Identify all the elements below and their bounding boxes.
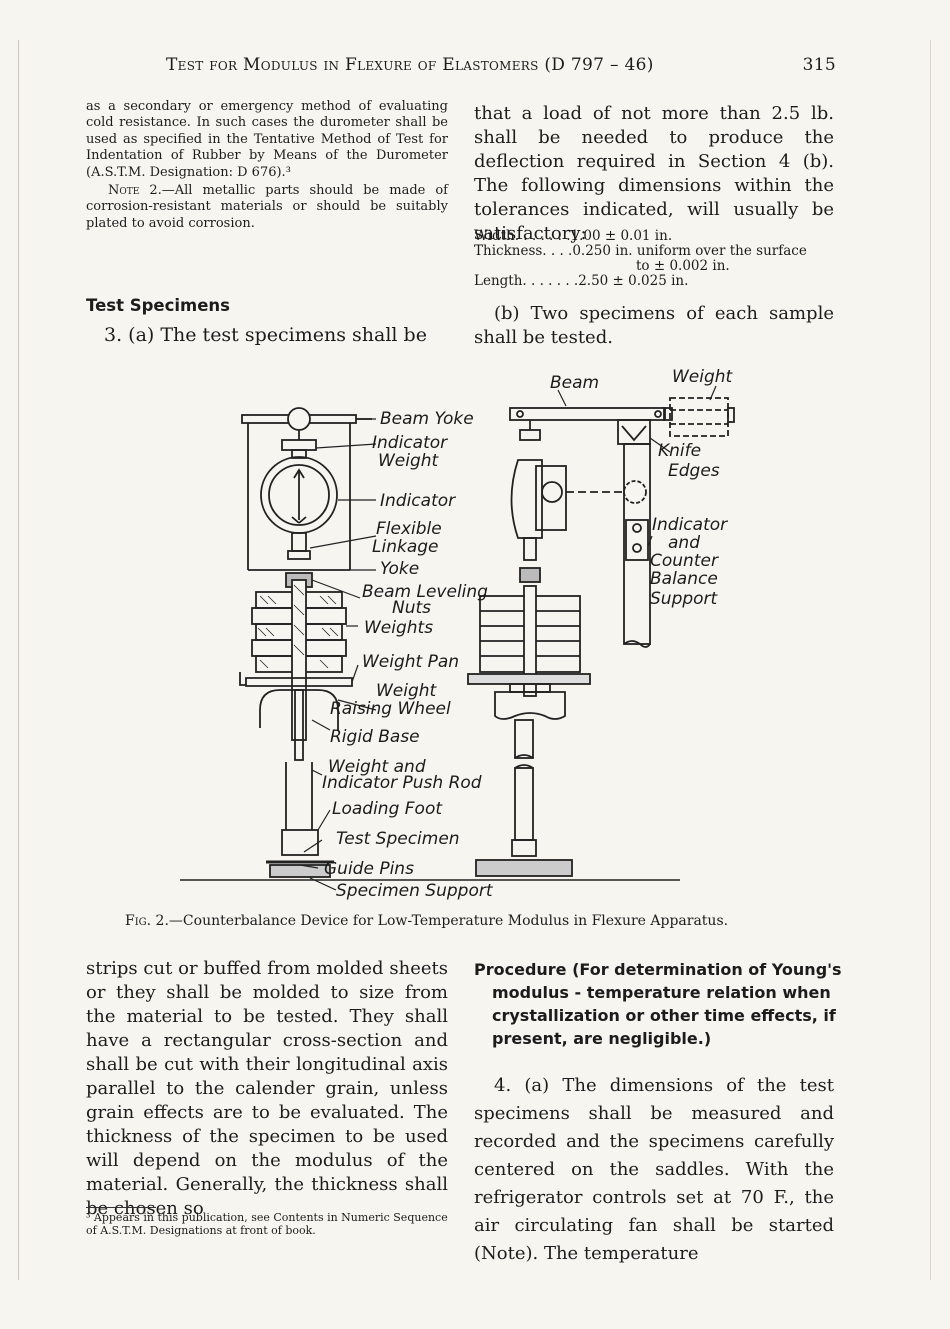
label-loading-foot: Loading Foot	[332, 799, 443, 819]
paragraph-specimen-strips: strips cut or buffed from molded sheets …	[86, 958, 448, 1219]
caption-label: Fig. 2.	[125, 913, 169, 929]
label-push-rod-1: Weight and	[328, 757, 426, 777]
paragraph-durometer: as a secondary or emergency method of ev…	[86, 99, 448, 180]
top-left-column: as a secondary or emergency method of ev…	[86, 99, 448, 232]
paragraph-load: that a load of not more than 2.5 lb. sha…	[474, 103, 834, 244]
label-weight-raising-1: Weight	[376, 681, 438, 701]
label-icb-2: and	[668, 533, 700, 553]
dimension-width: Width. . . . . . .1.00 ± 0.01 in.	[474, 228, 673, 244]
label-push-rod-2: Indicator Push Rod	[322, 773, 482, 793]
label-weight: Weight	[672, 367, 734, 387]
label-beam: Beam	[550, 373, 599, 393]
note-label: Note 2.	[108, 183, 162, 199]
label-weight-pan: Weight Pan	[362, 652, 459, 672]
figure-caption: Fig. 2.—Counterbalance Device for Low-Te…	[125, 913, 845, 929]
dimension-thickness-tolerance: to ± 0.002 in.	[636, 258, 730, 274]
scan-edge-right	[930, 40, 931, 1280]
label-weights: Weights	[364, 618, 433, 638]
label-beam-leveling-1: Beam Leveling	[362, 582, 488, 602]
note-2: Note 2.—All metallic parts should be mad…	[86, 183, 448, 232]
dimension-length: Length. . . . . . .2.50 ± 0.025 in.	[474, 273, 689, 289]
footnote-3: ³ Appears in this publication, see Conte…	[86, 1211, 448, 1237]
label-test-specimen: Test Specimen	[336, 829, 460, 849]
label-specimen-support: Specimen Support	[336, 881, 494, 901]
apparatus-diagram: Beam Yoke Indicator Weight Indicator Fle…	[180, 367, 735, 901]
label-icb-3: Counter	[650, 551, 719, 571]
scan-edge-left	[18, 40, 19, 1280]
label-icb-4: Balance	[650, 569, 718, 589]
label-flexible-1: Flexible	[376, 519, 442, 539]
label-indicator-weight-2: Weight	[378, 451, 440, 471]
label-rigid-base: Rigid Base	[330, 727, 420, 747]
heading-procedure: Procedure (For determination of Young's …	[474, 960, 842, 1048]
label-flexible-2: Linkage	[372, 537, 438, 557]
label-beam-yoke: Beam Yoke	[380, 409, 474, 429]
label-knife-edges-1: Knife	[658, 441, 701, 461]
label-indicator-weight-1: Indicator	[372, 433, 448, 453]
beam	[509, 407, 666, 421]
heading-test-specimens: Test Specimens	[86, 296, 230, 315]
paragraph-3b: (b) Two specimens of each sample shall b…	[474, 303, 834, 348]
page-number: 315	[802, 55, 836, 75]
header-title: Test for Modulus in Flexure of Elastomer…	[166, 55, 654, 75]
label-icb-5: Support	[650, 589, 719, 609]
dimension-thickness: Thickness. . . .0.250 in. uniform over t…	[474, 243, 807, 259]
label-yoke: Yoke	[380, 559, 419, 579]
paragraph-4a: 4. (a) The dimensions of the test specim…	[474, 1075, 834, 1264]
caption-text: —Counterbalance Device for Low-Temperatu…	[168, 913, 729, 929]
label-knife-edges-2: Edges	[668, 461, 720, 481]
label-indicator: Indicator	[380, 491, 456, 511]
footnote-rule	[86, 1207, 156, 1208]
label-guide-pins: Guide Pins	[324, 859, 414, 879]
label-beam-leveling-2: Nuts	[392, 598, 431, 618]
label-weight-raising-2: Raising Wheel	[330, 699, 451, 719]
paragraph-3a-start: 3. (a) The test specimens shall be	[104, 324, 427, 346]
label-icb-1: Indicator	[652, 515, 728, 535]
note-text: —All metallic parts should be made of co…	[86, 183, 448, 231]
